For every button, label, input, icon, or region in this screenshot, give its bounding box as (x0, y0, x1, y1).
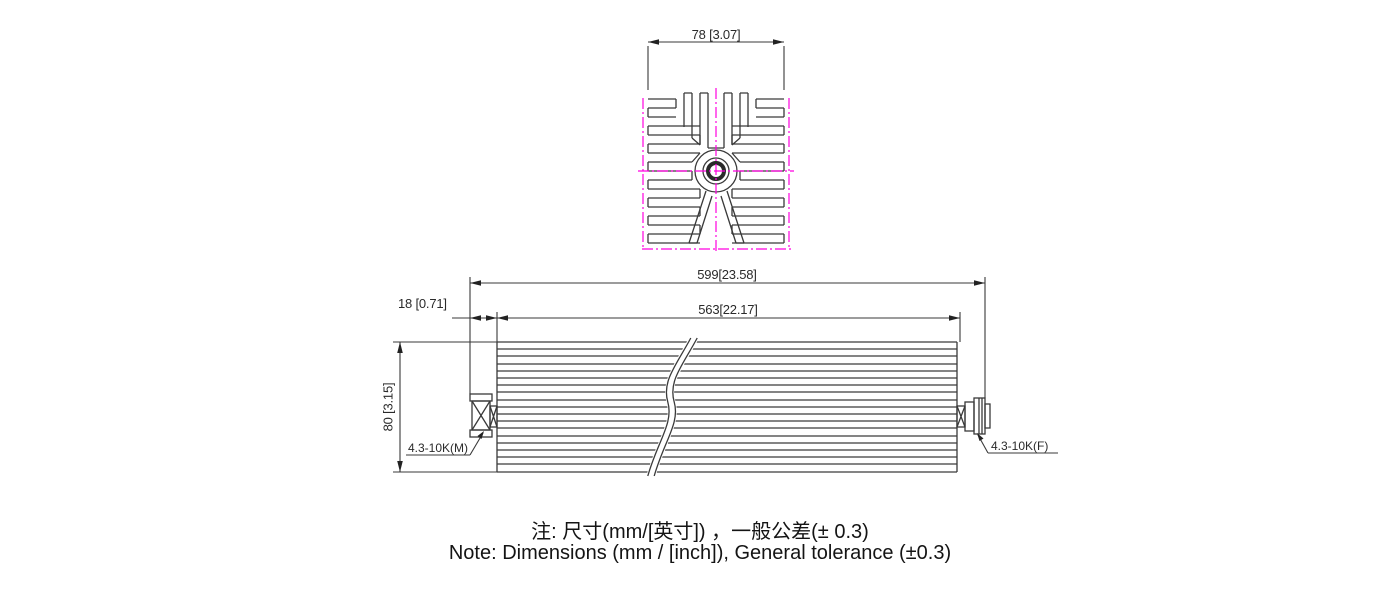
body-fins (496, 341, 958, 473)
dim-height-label: 80 [3.15] (380, 382, 396, 432)
note-english: Note: Dimensions (mm / [inch]), General … (448, 542, 952, 564)
dim-563-18-lines (452, 312, 961, 342)
dim-80-lines (393, 341, 497, 473)
right-connector-label: 4.3-10K(F) (991, 439, 1049, 453)
dim-599-lines (469, 277, 986, 398)
break-line (646, 335, 698, 478)
dim-body-length-label: 563[22.17] (698, 302, 758, 317)
note-chinese: 注: 尺寸(mm/[英寸]) ，一般公差(± 0.3) (531, 521, 869, 543)
dim-overall-length-label: 599[23.58] (697, 267, 757, 282)
heatsink-top-fins (683, 92, 749, 149)
dim-top-width-label: 78 [3.07] (691, 27, 741, 42)
centerlines-top-view (638, 88, 794, 254)
left-connector-label: 4.3-10K(M) (408, 441, 469, 455)
heatsink-right-fins (731, 98, 785, 244)
top-view-drawing (638, 39, 794, 254)
dim-left-offset-label: 18 [0.71] (398, 296, 447, 311)
right-connector-leader (977, 433, 1058, 454)
left-connector (469, 393, 498, 438)
right-connector (956, 397, 991, 435)
left-connector-leader (406, 431, 484, 456)
dim-78-lines (647, 39, 785, 90)
heatsink-legs (688, 190, 745, 244)
front-view-drawing (393, 277, 1058, 478)
